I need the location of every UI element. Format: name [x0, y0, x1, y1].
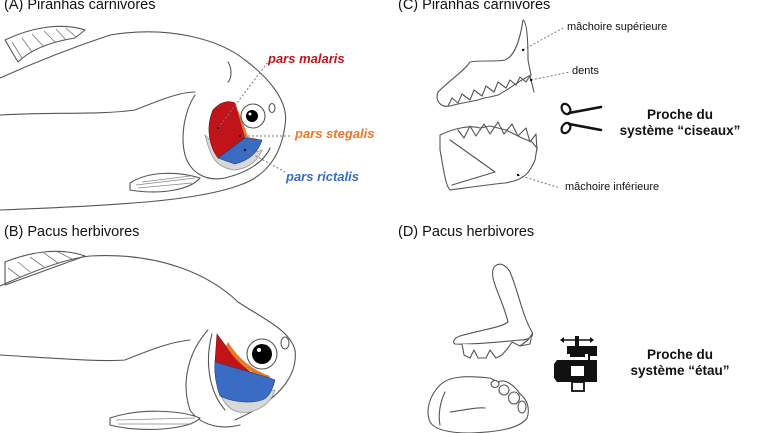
vise-tagline-line1: Proche du: [646, 347, 713, 362]
scissors-icon: [560, 102, 603, 135]
lower-jaw: [439, 125, 538, 191]
vise-tagline-line2: système “étau”: [630, 363, 730, 378]
vise-icon: [554, 336, 597, 392]
pars-rictalis-muscle: [214, 361, 276, 403]
lower-jaw: [427, 376, 529, 433]
pacu-head-drawing: [0, 250, 296, 430]
dorsal-fin: [4, 25, 86, 63]
label-pars-stegalis: pars stegalis: [295, 126, 375, 141]
pars-stegalis-muscle: [226, 342, 270, 379]
label-pars-rictalis: pars rictalis: [286, 169, 359, 184]
pars-stegalis-muscle: [235, 103, 262, 140]
scissors-tagline: Proche du système “ciseaux”: [610, 107, 750, 139]
upper-jaw: [453, 263, 534, 345]
pectoral-fin: [109, 410, 201, 430]
nostril: [268, 102, 276, 114]
pointer-lower-jaw: [517, 174, 561, 189]
fish-body-outline: [0, 31, 287, 211]
panel-d-title: (D) Pacus herbivores: [398, 224, 535, 240]
label-pars-malaris: pars malaris: [268, 51, 345, 66]
panel-c-title: (C) Piranhas carnivores: [398, 0, 551, 13]
lower-teeth: [457, 121, 538, 151]
label-upper-jaw: mâchoire supérieure: [567, 21, 668, 33]
fish-body-outline: [0, 254, 296, 421]
upper-teeth: [447, 75, 535, 107]
operculum-outline: [182, 94, 271, 180]
panel-a-title: (A) Piranhas carnivores: [4, 0, 156, 13]
pars-rictalis-muscle: [217, 137, 263, 165]
pointer-malaris: [217, 61, 269, 129]
pointer-teeth: [530, 71, 571, 81]
upper-teeth: [461, 333, 533, 359]
gray-cheek: [204, 133, 263, 171]
lower-teeth: [490, 379, 527, 414]
eye-pupil: [252, 344, 272, 364]
scissors-tagline-line2: système “ciseaux”: [619, 123, 741, 138]
piranha-jaws-drawing: [436, 19, 603, 191]
piranha-head-drawing: [0, 25, 292, 211]
lateral-line: [0, 91, 196, 116]
panel-b-title: (B) Pacus herbivores: [4, 224, 140, 240]
vise-tagline: Proche du système “étau”: [615, 347, 745, 379]
lateral-line: [0, 339, 191, 362]
scissors-tagline-line1: Proche du: [646, 107, 713, 122]
nostril: [280, 336, 290, 350]
label-teeth: dents: [572, 65, 599, 77]
operculum-outline: [185, 329, 241, 428]
label-lower-jaw: mâchoire inférieure: [565, 181, 660, 193]
